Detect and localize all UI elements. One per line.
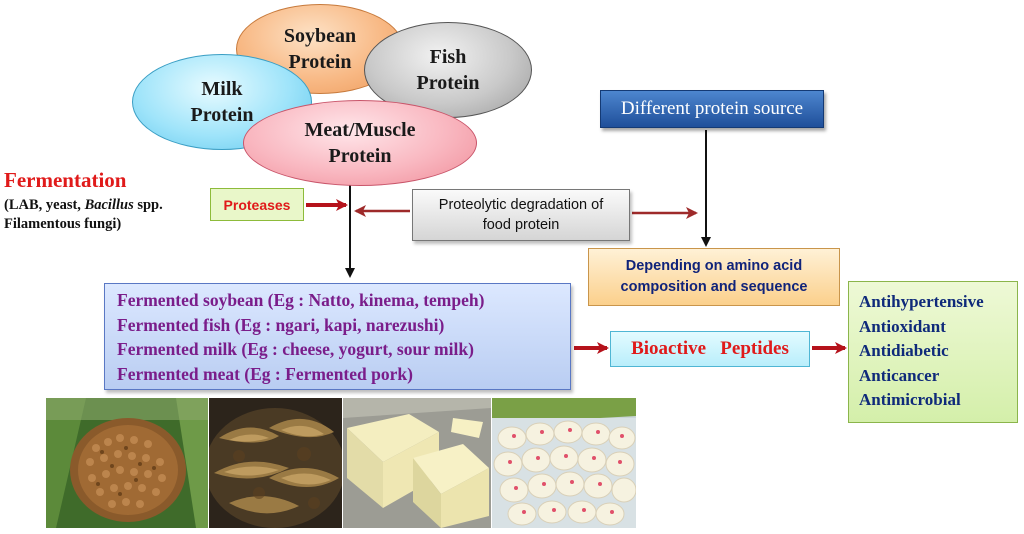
- proteolytic-degradation-box: Proteolytic degradation of food protein: [412, 189, 630, 241]
- amino-acid-line2: composition and sequence: [620, 279, 808, 295]
- meat-protein-line2: Protein: [328, 145, 392, 167]
- photo-fermented-fish: [209, 398, 342, 528]
- soybean-protein-line1: Soybean: [283, 25, 357, 47]
- amino-acid-line1: Depending on amino acid: [625, 258, 803, 274]
- photo-fermented-soybean: [46, 398, 208, 528]
- fermented-fish-item: Fermented fish (Eg : ngari, kapi, narezu…: [117, 314, 445, 335]
- degradation-line2: food protein: [482, 217, 560, 233]
- degradation-line1: Proteolytic degradation of: [438, 197, 604, 213]
- fermented-foods-box: Fermented soybean (Eg : Natto, kinema, t…: [104, 283, 571, 390]
- proteases-box: Proteases: [210, 188, 304, 221]
- fish-protein-line2: Protein: [416, 72, 480, 94]
- activity-anticancer: Anticancer: [859, 365, 940, 385]
- proteases-label: Proteases: [223, 196, 291, 213]
- different-protein-source-box: Different protein source: [600, 90, 824, 128]
- milk-protein-line2: Protein: [190, 104, 254, 126]
- activity-antidiabetic: Antidiabetic: [859, 341, 949, 360]
- bioactivities-box: Antihypertensive Antioxidant Antidiabeti…: [848, 281, 1018, 423]
- photo-fermented-milk: [343, 398, 491, 528]
- fermented-meat-item: Fermented meat (Eg : Fermented pork): [117, 363, 413, 384]
- bioactive-peptides-label: Bioactive Peptides: [631, 338, 789, 359]
- amino-acid-box: Depending on amino acid composition and s…: [588, 248, 840, 306]
- fermentation-title: Fermentation: [4, 168, 127, 192]
- fermentation-organisms-part2: spp.: [133, 197, 163, 213]
- fermentation-organisms-part1: (LAB, yeast,: [4, 197, 85, 213]
- different-protein-source-label: Different protein source: [620, 98, 804, 119]
- fish-protein-line1: Fish: [429, 46, 467, 68]
- bioactive-peptides-box: Bioactive Peptides: [610, 331, 810, 367]
- photo-fermented-meat: [492, 398, 636, 528]
- soybean-protein-line2: Protein: [288, 51, 352, 73]
- activity-antioxidant: Antioxidant: [859, 316, 946, 336]
- milk-protein-line1: Milk: [201, 78, 243, 100]
- fermentation-organisms-italic: Bacillus: [84, 197, 134, 213]
- fermented-soybean-item: Fermented soybean (Eg : Natto, kinema, t…: [117, 290, 485, 310]
- fermentation-organisms-line2: Filamentous fungi): [4, 216, 122, 232]
- meat-protein-line1: Meat/Muscle: [304, 119, 416, 141]
- fermentation-organisms: (LAB, yeast, Bacillus spp. Filamentous f…: [4, 196, 163, 234]
- activity-antihypertensive: Antihypertensive: [859, 292, 984, 311]
- activity-antimicrobial: Antimicrobial: [859, 390, 961, 409]
- fermented-milk-item: Fermented milk (Eg : cheese, yogurt, sou…: [117, 339, 474, 359]
